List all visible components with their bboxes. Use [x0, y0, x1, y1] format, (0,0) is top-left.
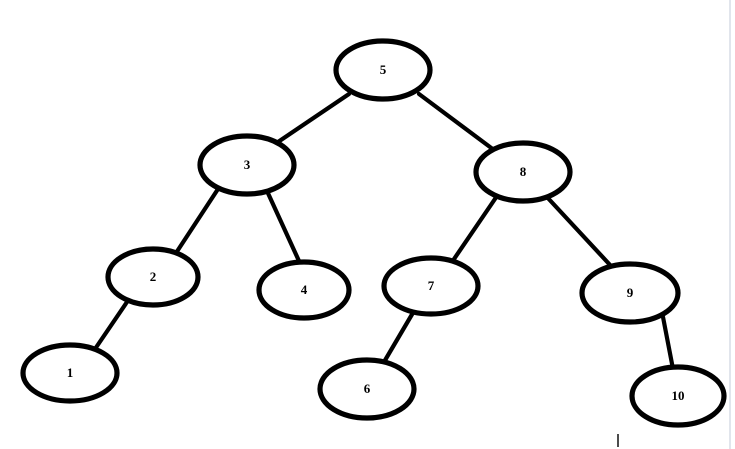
node-label-7: 7: [428, 278, 435, 293]
page-mark-layer: [617, 0, 731, 449]
node-ellipse-9: [579, 261, 681, 325]
node-ellipse-7: [381, 255, 481, 317]
tree-node-7[interactable]: 7: [381, 255, 481, 317]
node-label-4: 4: [301, 282, 308, 297]
tree-node-10[interactable]: 10: [629, 364, 727, 428]
tree-edge-9-10: [660, 314, 676, 372]
tree-edge-3-4: [264, 188, 302, 264]
node-label-1: 1: [67, 365, 74, 380]
tree-edge-8-9: [543, 193, 614, 269]
tree-node-1[interactable]: 1: [20, 342, 120, 404]
node-ellipse-5: [333, 38, 433, 102]
tree-node-9[interactable]: 9: [579, 261, 681, 325]
node-label-2: 2: [150, 269, 157, 284]
node-layer: 5 3 8 2 4 7 9 1 6 10: [20, 38, 727, 428]
tree-edge-3-2: [173, 186, 221, 256]
node-ellipse-8: [473, 140, 573, 204]
tree-node-2[interactable]: 2: [105, 246, 201, 308]
node-ellipse-10: [629, 364, 727, 428]
node-ellipse-4: [256, 259, 352, 321]
node-ellipse-3: [197, 133, 297, 197]
tree-edge-2-1: [92, 296, 132, 352]
tree-edge-7-6: [381, 308, 417, 365]
tree-node-4[interactable]: 4: [256, 259, 352, 321]
tree-node-6[interactable]: 6: [317, 357, 417, 421]
node-label-6: 6: [364, 381, 371, 396]
tree-edge-8-7: [449, 193, 500, 265]
tree-node-8[interactable]: 8: [473, 140, 573, 204]
tree-node-5[interactable]: 5: [333, 38, 433, 102]
node-ellipse-6: [317, 357, 417, 421]
node-ellipse-2: [105, 246, 201, 308]
tree-edge-5-3: [272, 91, 352, 147]
node-label-9: 9: [627, 285, 634, 300]
node-label-8: 8: [520, 164, 527, 179]
node-label-5: 5: [380, 62, 387, 77]
tree-node-3[interactable]: 3: [197, 133, 297, 197]
edge-layer: [92, 91, 676, 372]
node-label-10: 10: [672, 388, 685, 403]
node-label-3: 3: [244, 157, 251, 172]
node-ellipse-1: [20, 342, 120, 404]
tree-edge-5-8: [416, 91, 497, 153]
